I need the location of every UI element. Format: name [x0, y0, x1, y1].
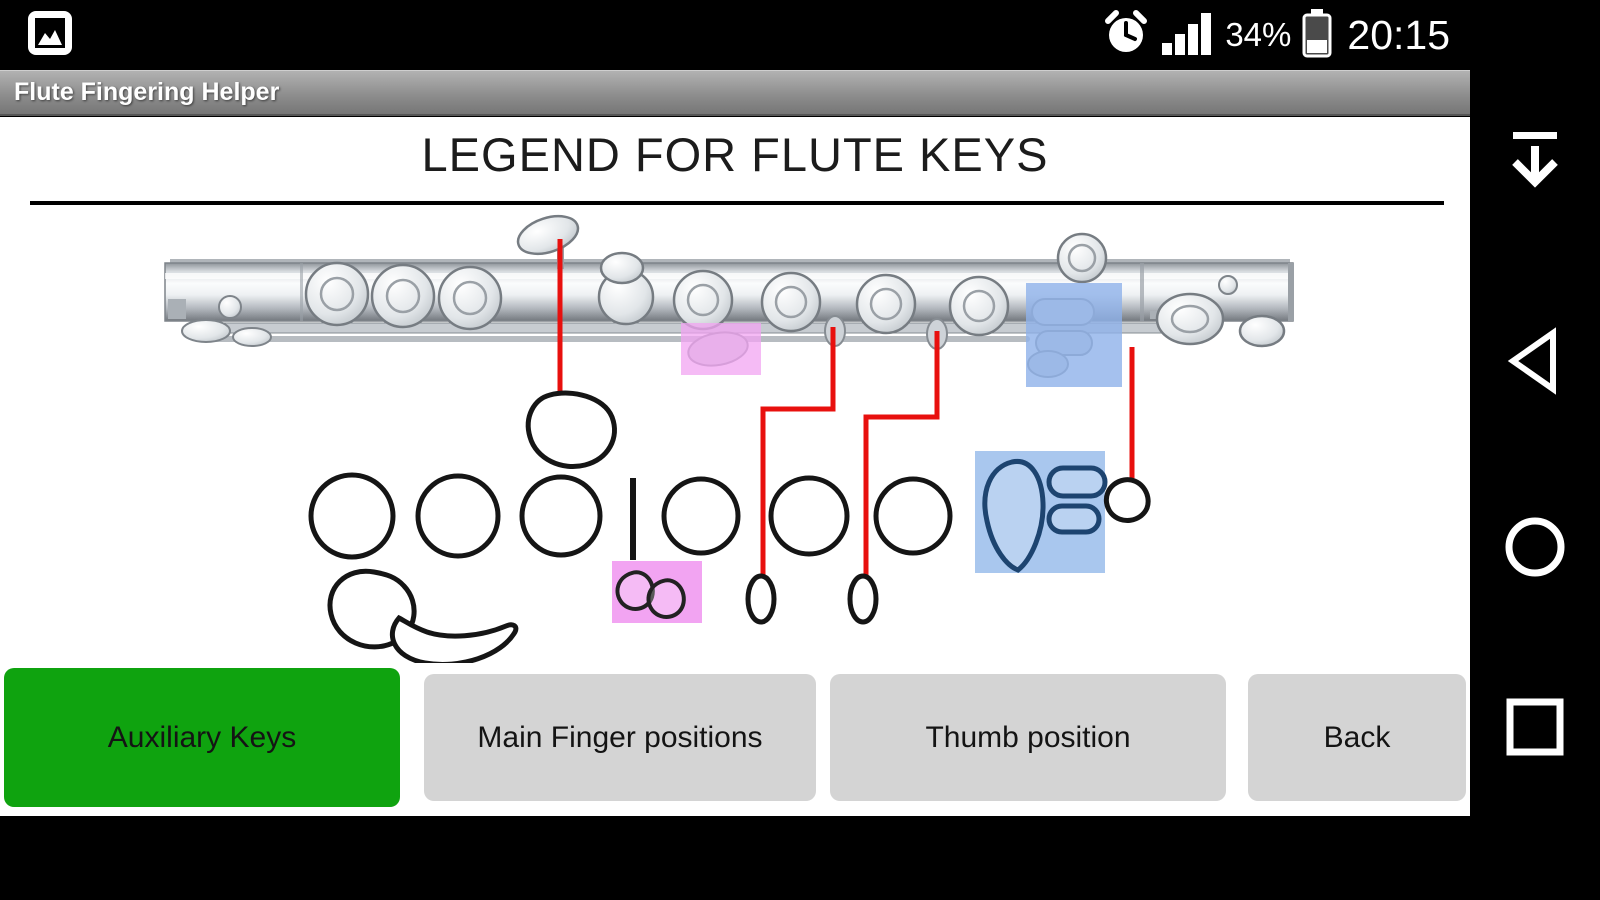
- trill-key-symbol: [525, 390, 617, 469]
- main-finger-positions-button-label: Main Finger positions: [477, 720, 763, 754]
- finger-hole-symbols: [308, 472, 953, 560]
- side-lever-symbol: [1104, 477, 1151, 523]
- battery-percent: 34%: [1225, 16, 1292, 53]
- legend-screen: LEGEND FOR FLUTE KEYS: [0, 117, 1470, 816]
- home-icon[interactable]: [1486, 498, 1584, 596]
- hide-keyboard-icon[interactable]: [1486, 110, 1584, 208]
- trill-lever-symbols: [615, 570, 686, 619]
- thumb-key-symbols: [982, 459, 1108, 573]
- app-title: Flute Fingering Helper: [14, 78, 280, 106]
- main-finger-positions-button[interactable]: Main Finger positions: [424, 674, 816, 801]
- app-title-bar: Flute Fingering Helper: [0, 70, 1470, 116]
- thumb-position-button[interactable]: Thumb position: [830, 674, 1226, 801]
- flute-legend-figure: [164, 214, 1294, 663]
- back-button-label: Back: [1323, 720, 1391, 754]
- clock: 20:15: [1347, 12, 1450, 58]
- image-notification-icon: [26, 9, 74, 62]
- pinky-paddle-symbols: [327, 568, 519, 663]
- red-connector-lines: [557, 239, 1135, 577]
- blue-highlight-on-flute: [1026, 283, 1122, 387]
- page-title: LEGEND FOR FLUTE KEYS: [421, 128, 1049, 181]
- back-icon[interactable]: [1486, 312, 1584, 410]
- android-navigation-bar: [1470, 70, 1600, 900]
- back-button[interactable]: Back: [1248, 674, 1466, 801]
- auxiliary-keys-button-label: Auxiliary Keys: [107, 720, 297, 754]
- small-key-oval-symbols: [745, 573, 879, 625]
- auxiliary-keys-button[interactable]: Auxiliary Keys: [4, 668, 400, 807]
- recents-icon[interactable]: [1486, 678, 1584, 776]
- thumb-position-button-label: Thumb position: [925, 720, 1131, 754]
- signal-bars-icon: [1161, 9, 1215, 62]
- pink-highlight-on-flute: [681, 323, 761, 375]
- battery-icon: [1301, 8, 1333, 63]
- status-bar: 34% 20:15: [0, 0, 1600, 70]
- title-underline: [30, 201, 1444, 205]
- alarm-clock-icon: [1101, 8, 1151, 63]
